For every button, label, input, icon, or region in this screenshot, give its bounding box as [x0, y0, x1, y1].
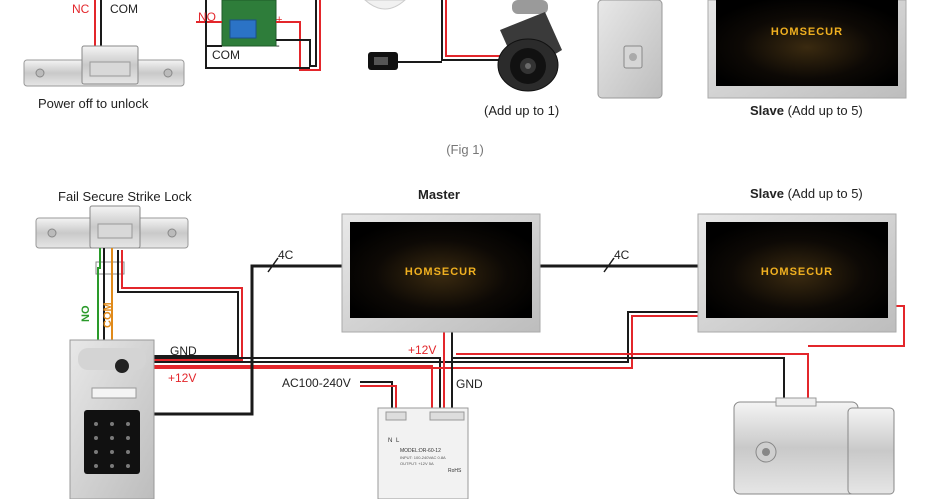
master-title: Master: [418, 187, 460, 202]
bottom-slave-label: Slave (Add up to 5): [750, 186, 863, 201]
lock-wires: [95, 248, 243, 361]
relay-plus-label: +: [276, 14, 283, 26]
relay-com-label: COM: [212, 48, 240, 62]
bottom-slave-rest: (Add up to 5): [783, 186, 863, 201]
psu-l-label: L: [396, 438, 400, 444]
wire-4c-left: 4C: [278, 248, 294, 262]
camera-label: (Add up to 1): [484, 103, 560, 118]
relay-module: [196, 0, 321, 71]
ac-input-label: AC100-240V: [282, 376, 351, 390]
slave-monitor: HOMSECUR: [697, 213, 897, 333]
bottom-slave-bold: Slave: [750, 186, 784, 201]
no-vertical-label: NO: [80, 305, 92, 323]
master-monitor-brand: HOMSECUR: [405, 266, 477, 278]
bus-wires: [154, 257, 905, 416]
relay-minus-label: -: [276, 40, 280, 52]
top-monitor-brand: HOMSECUR: [771, 26, 843, 38]
psu-output: OUTPUT: +12V 5A: [400, 461, 434, 466]
top-slave-bold: Slave: [750, 103, 784, 118]
electric-rim-lock: [733, 397, 895, 495]
com-vertical-label: COM: [102, 302, 114, 328]
psu-model: MODEL:DR-60-12: [400, 448, 441, 454]
power-off-label: Power off to unlock: [38, 96, 149, 111]
slave-monitor-brand: HOMSECUR: [761, 266, 833, 278]
master-monitor: HOMSECUR: [341, 213, 541, 333]
fail-secure-strike-lock: [35, 205, 189, 249]
camera: [497, 0, 562, 92]
gnd-mid-label: GND: [456, 377, 483, 391]
power-supply: N L MODEL:DR-60-12 INPUT: 100-240VAC 0.8…: [377, 407, 469, 500]
gnd-left-label: GND: [170, 344, 197, 358]
strike-lock-title: Fail Secure Strike Lock: [58, 189, 192, 204]
figure-caption: (Fig 1): [446, 142, 484, 157]
psu-rohs: RoHS: [448, 468, 462, 474]
wire-4c-right: 4C: [614, 248, 630, 262]
top-slave-rest: (Add up to 5): [783, 103, 863, 118]
top-strike-lock: [23, 0, 185, 87]
relay-no-label: NO: [198, 10, 216, 24]
top-slave-monitor: HOMSECUR: [707, 0, 907, 99]
top-com-label: COM: [110, 2, 138, 16]
plus12v-left-label: +12V: [168, 371, 197, 385]
psu-n-label: N: [388, 438, 392, 444]
plus12v-mid-label: +12V: [408, 343, 437, 357]
top-exit-button: [364, 0, 500, 70]
top-nc-label: NC: [72, 2, 90, 16]
top-outdoor-panel: [597, 0, 663, 99]
outdoor-station: [69, 339, 155, 500]
psu-input: INPUT: 100-240VAC 0.8A: [400, 455, 446, 460]
top-slave-label: Slave (Add up to 5): [750, 103, 863, 118]
